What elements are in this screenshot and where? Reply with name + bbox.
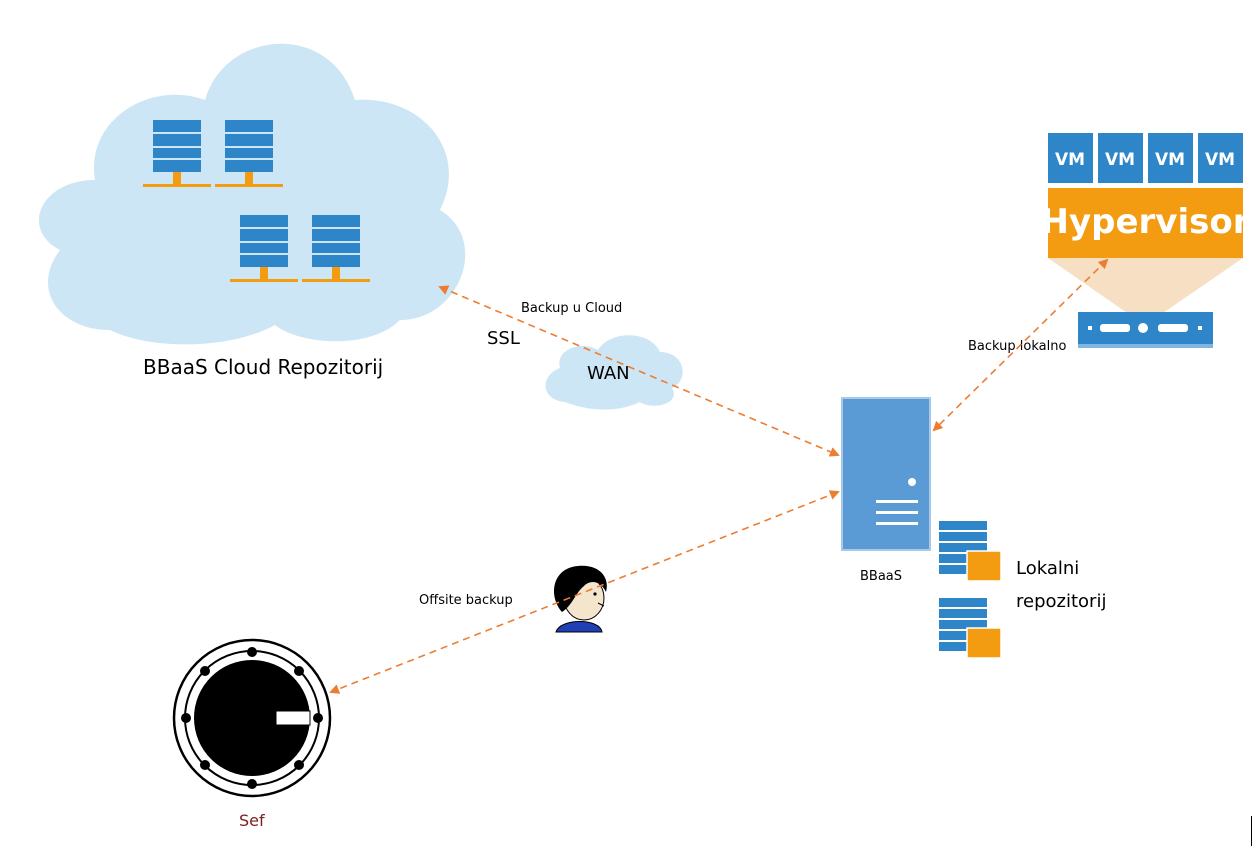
vm-label: VM [1105,150,1135,170]
hypervisor-icon: Hypervisor [1041,188,1250,315]
text-cursor [1251,816,1252,846]
vm-label: VM [1205,150,1235,170]
local-repo-label-line1: Lokalni [1016,558,1079,579]
wan-label: WAN [587,363,630,384]
local-storage-icon [938,597,1002,659]
ssl-label: SSL [487,328,520,349]
offsite-label: Offsite backup [419,593,513,608]
local-backup-arrow [932,258,1109,432]
hypervisor-label: Hypervisor [1041,202,1250,242]
backup-cloud-label: Backup u Cloud [521,301,622,316]
safe-icon [172,638,332,798]
vm-icon: VM [1048,133,1093,183]
cloud-backup-arrow [438,285,840,457]
bbaas-label: BBaaS [860,569,902,584]
vm-label: VM [1155,150,1185,170]
offsite-backup-arrow [329,490,840,694]
person-icon [554,565,607,633]
cloud-icon [38,43,466,345]
tower-server-icon [841,397,931,551]
vm-label: VM [1055,150,1085,170]
physical-server-icon [1078,312,1213,348]
local-storage-icon [938,520,1002,582]
vm-icon: VM [1098,133,1143,183]
local-repo-label-line2: repozitorij [1016,591,1106,612]
safe-label: Sef [239,811,265,830]
vm-icon: VM [1148,133,1193,183]
vm-icon: VM [1198,133,1243,183]
cloud-label: BBaaS Cloud Repozitorij [143,355,383,379]
backup-local-label: Backup lokalno [968,339,1066,354]
